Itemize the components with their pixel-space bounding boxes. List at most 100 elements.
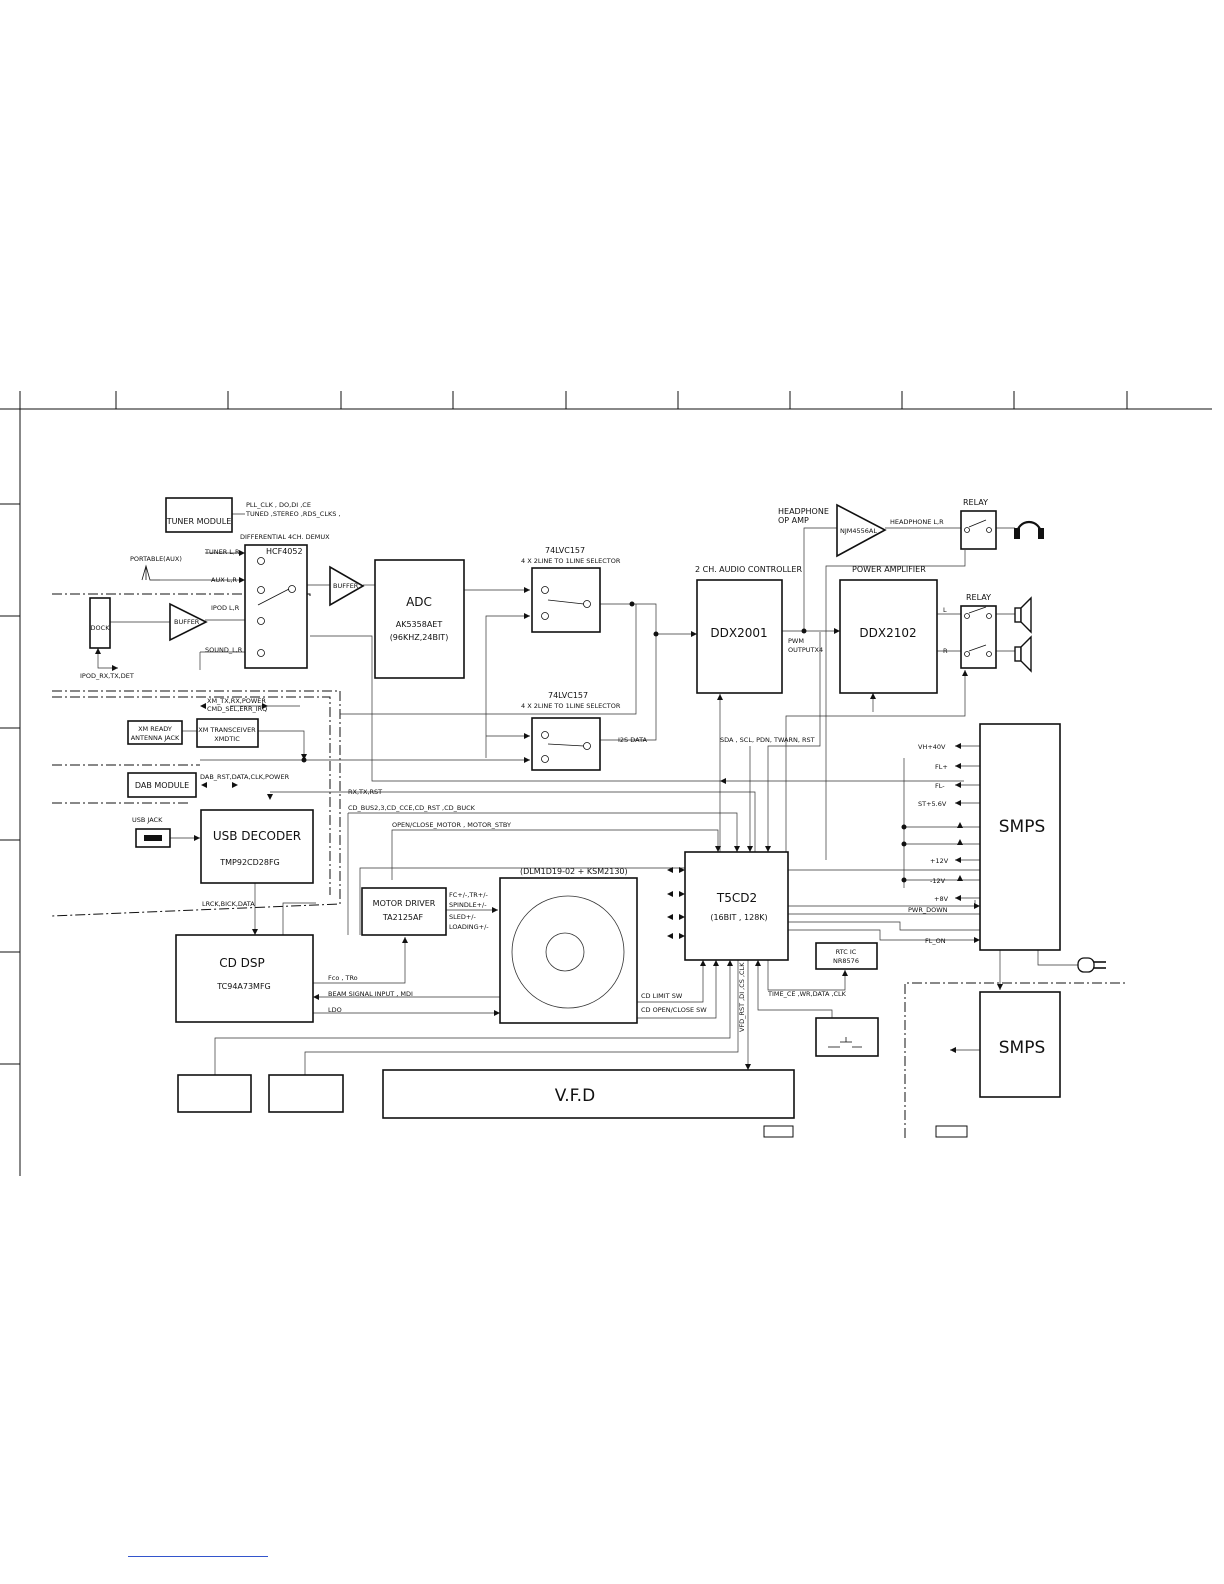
speaker-left-icon: [1014, 596, 1032, 634]
xm-trans-label: XM TRANSCEIVER: [198, 726, 256, 734]
p8-label: +8V: [934, 895, 949, 903]
hp-amp-part: NJM4556AL: [840, 527, 877, 535]
cd-dsp-part: TC94A73MFG: [216, 982, 271, 991]
rx-tx-label: RX,TX,RST: [348, 788, 382, 796]
fl-plus-label: FL+: [935, 763, 948, 771]
selector1-part: 74LVC157: [545, 546, 585, 555]
cd-dsp-label: CD DSP: [219, 956, 265, 970]
p12-label: +12V: [930, 857, 949, 865]
aux-jack-icon: [141, 564, 160, 581]
relay1: [960, 510, 997, 550]
diff-demux-label: DIFFERENTIAL 4CH. DEMUX: [240, 533, 330, 541]
vfd-label: V.F.D: [555, 1086, 595, 1106]
key-switch: [815, 1017, 879, 1057]
hp-amp-title2: OP AMP: [778, 516, 809, 525]
dock-label: DOCK: [91, 624, 111, 632]
dab-module: [127, 772, 197, 798]
selector2-part: 74LVC157: [548, 691, 588, 700]
relay2-label: RELAY: [966, 593, 991, 602]
right-channel-label: R: [943, 647, 948, 655]
t5cd2-spec: (16BIT , 128K): [710, 913, 767, 922]
vfd-display: [382, 1069, 795, 1119]
pwm-label: PWM: [788, 637, 804, 645]
adc-title: ADC: [406, 595, 432, 609]
time-ce-label: TIME_CE ,WR,DATA ,CLK: [767, 990, 847, 998]
ipod-ctrl-label: IPOD_RX,TX,DET: [80, 672, 134, 680]
ipod-lr-label: IPOD L,R: [211, 604, 240, 612]
dock: [89, 597, 111, 649]
ddx2001-title: 2 CH. AUDIO CONTROLLER: [695, 565, 802, 574]
tuned-signal-label: TUNED ,STEREO ,RDS_CLKS ,: [245, 510, 341, 518]
xm-transceiver: [196, 718, 259, 748]
dab-rst-label: DAB_RST,DATA,CLK,POWER: [200, 773, 290, 781]
switch-icon: [828, 1037, 862, 1048]
fco-label: Fco , TRo: [328, 974, 358, 982]
cd-open-label: CD OPEN/CLOSE SW: [641, 1006, 707, 1014]
selector1: [531, 567, 601, 633]
fc-label: FC+/-,TR+/-: [449, 891, 488, 899]
rtc-label: RTC IC: [836, 948, 857, 956]
adc-spec: (96KHZ,24BIT): [390, 633, 449, 642]
xm-ready-antenna: [127, 720, 183, 745]
selector2: [531, 717, 601, 771]
adc-block: [374, 559, 465, 679]
headphone-icon: [1014, 520, 1044, 539]
vfd-bus-label: VFD_RST ,DI ,CS ,CLK: [738, 962, 746, 1032]
loading-label: LOADING+/-: [449, 923, 489, 931]
adc-part: AK5358AET: [396, 620, 443, 629]
ldo-label: LDO: [328, 1006, 342, 1014]
rtc-ic: [815, 942, 878, 970]
left-channel-label: L: [943, 606, 947, 614]
pwm-output-label: OUTPUTX4: [788, 646, 823, 654]
selector1-desc: 4 X 2LINE TO 1LINE SELECTOR: [521, 557, 621, 565]
spindle-label: SPINDLE+/-: [449, 901, 487, 909]
xm-ready-label: XM READY: [138, 725, 172, 733]
open-close-label: OPEN/CLOSE_MOTOR , MOTOR_STBY: [392, 821, 511, 829]
sled-label: SLED+/-: [449, 913, 476, 921]
sda-label: SDA , SCL, PDN, TWARN, RST: [720, 736, 815, 744]
headphone-amp: [836, 503, 887, 558]
dab-module-label: DAB MODULE: [135, 781, 189, 790]
hp-amp-title1: HEADPHONE: [778, 507, 829, 516]
smps-main-label: SMPS: [999, 817, 1046, 837]
usb-jack-label: USB JACK: [132, 816, 163, 824]
smps-secondary: [979, 991, 1061, 1098]
st56-label: ST+5.6V: [918, 800, 947, 808]
tuner-module: [165, 497, 233, 533]
xm-antenna-label: ANTENNA JACK: [131, 734, 180, 742]
usb-decoder-label: USB DECODER: [213, 829, 301, 843]
usb-decoder: [200, 809, 314, 884]
t5cd2-mcu: [684, 851, 789, 961]
board-tag-1: [763, 1125, 794, 1138]
aux-board-1: [177, 1074, 252, 1113]
sound-lr-label: SOUND_L,R: [205, 646, 243, 654]
cd-mechanism: [499, 877, 638, 1024]
smps-secondary-label: SMPS: [999, 1038, 1046, 1058]
pwr-down-label: PWR_DOWN: [908, 906, 948, 914]
aux-board-2: [268, 1074, 344, 1113]
relay2: [960, 605, 997, 669]
cd-bus-label: CD_BUS2,3,CD_CCE,CD_RST ,CD_BUCK: [348, 804, 476, 812]
junctions: [301, 601, 907, 883]
dock-buffer-label: BUFFER: [174, 618, 200, 626]
beam-label: BEAM SIGNAL INPUT , MDI: [328, 990, 413, 998]
m12-label: -12V: [930, 877, 946, 885]
fl-minus-label: FL-: [935, 782, 945, 790]
board-tag-2: [935, 1125, 968, 1138]
aux-lr-label: AUX L,R: [211, 576, 237, 584]
portable-aux-label: PORTABLE(AUX): [130, 555, 182, 563]
cd-limit-label: CD LIMIT SW: [641, 992, 683, 1000]
ddx2102-title: POWER AMPLIFIER: [852, 565, 926, 574]
relay1-label: RELAY: [963, 498, 988, 507]
ddx2102: [839, 579, 938, 694]
smps-main: [979, 723, 1061, 951]
headphone-lr-label: HEADPHONE L,R: [890, 518, 944, 526]
pll-signal-label: PLL_CLK , DO,DI ,CE: [246, 501, 311, 509]
rtc-part: NR8576: [833, 957, 859, 965]
t5cd2-label: T5CD2: [716, 891, 757, 905]
motor-driver: [361, 887, 447, 936]
adc-buffer-label: BUFFER: [333, 582, 359, 590]
mech-label: (DLM1D19-02 + KSM2130): [520, 867, 628, 876]
speaker-right-icon: [1014, 635, 1032, 673]
motor-driver-label: MOTOR DRIVER: [373, 899, 436, 908]
